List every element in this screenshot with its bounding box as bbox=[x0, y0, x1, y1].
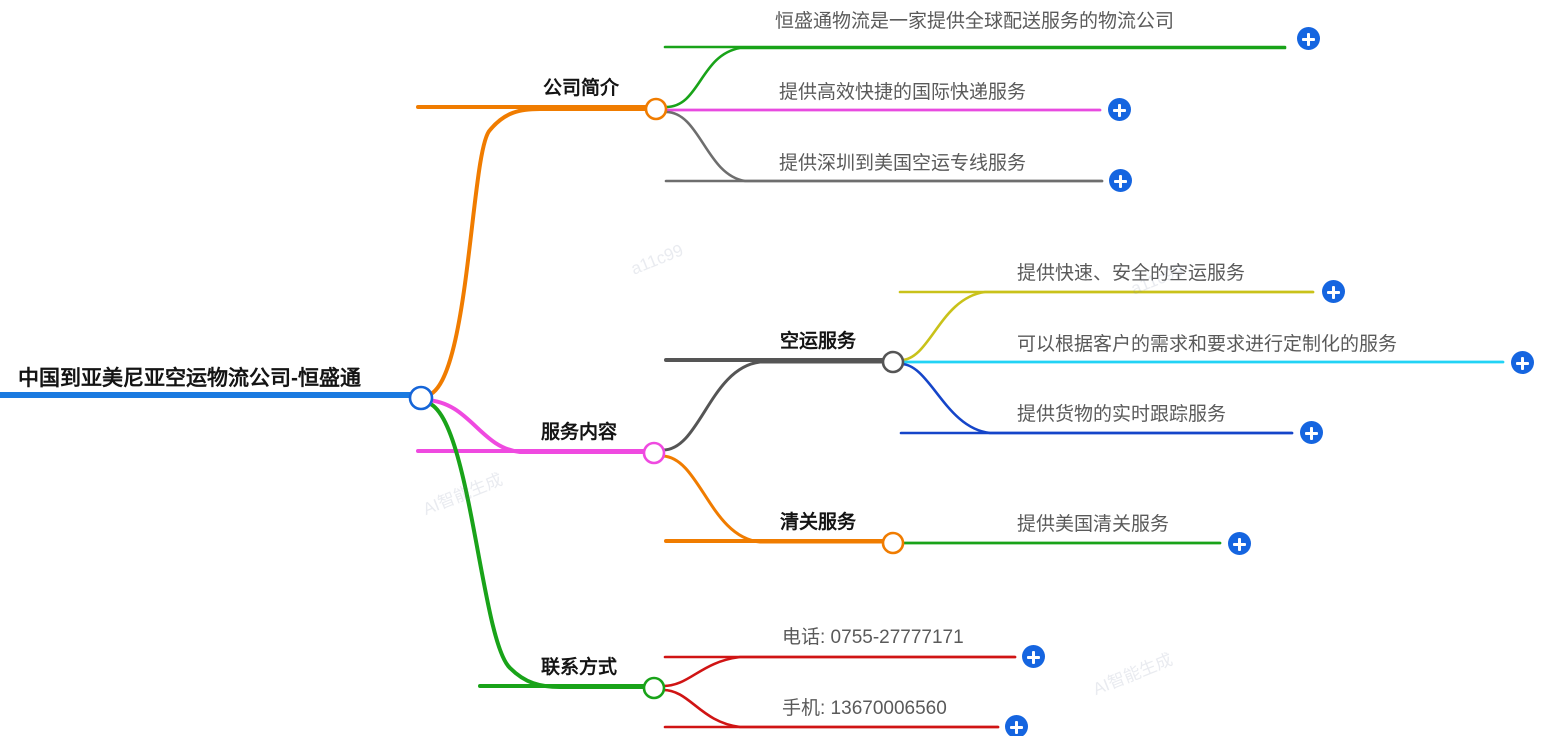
expand-button-电话-0755-27777171[interactable] bbox=[1022, 645, 1045, 668]
watermark-2: AI智能生成 bbox=[1090, 649, 1176, 699]
expand-button-提供高效快捷的国际快递服务[interactable] bbox=[1108, 98, 1131, 121]
branch-label-contact[interactable]: 联系方式 bbox=[541, 657, 618, 678]
branch-link-contact bbox=[422, 400, 648, 689]
leaf-label-电话-0755-27777171[interactable]: 电话: 0755-27777171 bbox=[782, 627, 964, 648]
leaf-label-恒盛通物流是一家提供全球配送服务的物流公司[interactable]: 恒盛通物流是一家提供全球配送服务的物流公司 bbox=[775, 11, 1175, 32]
expand-button-手机-13670006560[interactable] bbox=[1005, 715, 1028, 736]
expand-button-可以根据客户的需求和要求进行定制化的服务[interactable] bbox=[1511, 351, 1534, 374]
expand-button-恒盛通物流是一家提供全球配送服务的物流公司[interactable] bbox=[1297, 27, 1320, 50]
watermark-0: AI智能生成 bbox=[420, 469, 506, 519]
branch-label-services[interactable]: 服务内容 bbox=[541, 422, 618, 443]
subbranch-node-air-freight[interactable] bbox=[881, 350, 905, 374]
subbranch-label-customs[interactable]: 清关服务 bbox=[780, 512, 857, 533]
leaf-label-可以根据客户的需求和要求进行定制化的服务[interactable]: 可以根据客户的需求和要求进行定制化的服务 bbox=[1017, 334, 1398, 355]
subbranch-node-customs[interactable] bbox=[881, 531, 905, 555]
root-node[interactable] bbox=[408, 385, 434, 411]
leaf-label-手机-13670006560[interactable]: 手机: 13670006560 bbox=[782, 698, 947, 719]
branch-node-services[interactable] bbox=[642, 441, 666, 465]
watermark-3: a11c99 bbox=[628, 240, 686, 279]
branch-node-company-intro[interactable] bbox=[644, 97, 668, 121]
branch-label-company-intro[interactable]: 公司简介 bbox=[543, 78, 620, 99]
leaf-link-电话-0755-27777171 bbox=[661, 655, 1017, 688]
expand-button-提供快速-安全的空运服务[interactable] bbox=[1322, 280, 1345, 303]
branch-link-company-intro bbox=[422, 107, 650, 398]
root-node-label[interactable]: 中国到亚美尼亚空运物流公司-恒盛通 bbox=[18, 367, 361, 390]
expand-button-提供货物的实时跟踪服务[interactable] bbox=[1300, 421, 1323, 444]
leaf-label-提供货物的实时跟踪服务[interactable]: 提供货物的实时跟踪服务 bbox=[1017, 404, 1227, 425]
subbranch-label-air-freight[interactable]: 空运服务 bbox=[780, 331, 857, 352]
subbranch-link-air-freight bbox=[661, 360, 888, 452]
leaf-label-提供高效快捷的国际快递服务[interactable]: 提供高效快捷的国际快递服务 bbox=[779, 82, 1027, 103]
branch-node-contact[interactable] bbox=[642, 676, 666, 700]
expand-button-提供美国清关服务[interactable] bbox=[1228, 532, 1251, 555]
leaf-label-提供美国清关服务[interactable]: 提供美国清关服务 bbox=[1017, 514, 1170, 535]
leaf-label-提供快速-安全的空运服务[interactable]: 提供快速、安全的空运服务 bbox=[1017, 263, 1246, 284]
leaf-label-提供深圳到美国空运专线服务[interactable]: 提供深圳到美国空运专线服务 bbox=[779, 153, 1027, 174]
expand-button-提供深圳到美国空运专线服务[interactable] bbox=[1109, 169, 1132, 192]
